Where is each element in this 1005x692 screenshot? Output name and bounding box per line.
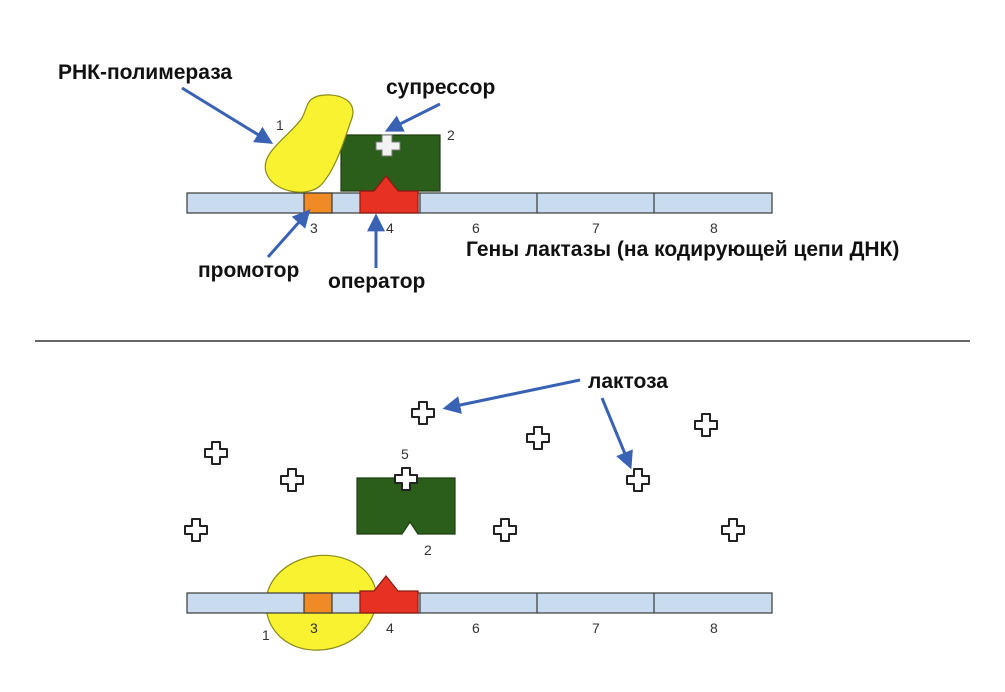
number-5-bottom: 5 xyxy=(401,446,409,462)
operator-bottom xyxy=(359,575,419,614)
operator-top xyxy=(359,175,419,214)
number-8-bottom: 8 xyxy=(710,620,718,636)
number-1-bottom: 1 xyxy=(262,627,270,643)
number-3-bottom: 3 xyxy=(310,620,318,636)
number-4-top: 4 xyxy=(386,220,394,236)
arrow-to-lactose-left xyxy=(442,378,581,414)
lactose-icon xyxy=(526,426,550,450)
number-6-bottom: 6 xyxy=(472,620,480,636)
top-panel: 1 2 3 4 6 7 8 РНК-полимераза супрессор п… xyxy=(58,61,899,293)
arrow-to-promoter xyxy=(266,209,311,258)
lactose-icon xyxy=(184,518,208,542)
lactose-icon xyxy=(626,468,650,492)
dna-strand-top xyxy=(186,192,773,214)
dna-strand-bottom xyxy=(186,592,773,614)
lactose-icon xyxy=(694,413,718,437)
lactose-icon xyxy=(493,518,517,542)
label-promoter: промотор xyxy=(198,259,299,282)
number-8-top: 8 xyxy=(710,220,718,236)
label-operator: оператор xyxy=(328,270,425,293)
bottom-panel: 5 2 1 3 4 6 7 8 лактоза xyxy=(184,370,773,651)
suppressor-binding-site-icon xyxy=(375,134,401,157)
lactose-icon xyxy=(204,441,228,465)
number-7-top: 7 xyxy=(592,220,600,236)
number-3-top: 3 xyxy=(310,220,318,236)
lactose-icon xyxy=(411,401,435,425)
promoter-box-top xyxy=(303,192,333,214)
arrow-to-suppressor xyxy=(384,102,441,132)
arrow-to-lactose-right xyxy=(600,397,633,470)
number-2-top: 2 xyxy=(447,127,455,143)
promoter-box-bottom xyxy=(303,592,333,614)
arrows-top xyxy=(181,86,441,268)
suppressor-top xyxy=(340,134,441,192)
number-6-top: 6 xyxy=(472,220,480,236)
arrows-bottom xyxy=(442,378,633,470)
rna-polymerase-top xyxy=(264,94,354,193)
suppressor-bottom xyxy=(356,477,456,535)
number-1-top: 1 xyxy=(276,117,284,133)
label-lactase-genes: Гены лактазы (на кодирующей цепи ДНК) xyxy=(466,238,899,261)
lactose-icon xyxy=(721,518,745,542)
label-suppressor: супрессор xyxy=(386,76,495,99)
number-4-bottom: 4 xyxy=(386,620,394,636)
arrow-to-polymerase xyxy=(181,86,274,144)
number-2-bottom: 2 xyxy=(424,542,432,558)
number-7-bottom: 7 xyxy=(592,620,600,636)
lactose-icon xyxy=(280,468,304,492)
label-rna-polymerase: РНК-полимераза xyxy=(58,61,232,84)
label-lactose: лактоза xyxy=(588,370,668,393)
lactose-molecules xyxy=(184,401,745,542)
